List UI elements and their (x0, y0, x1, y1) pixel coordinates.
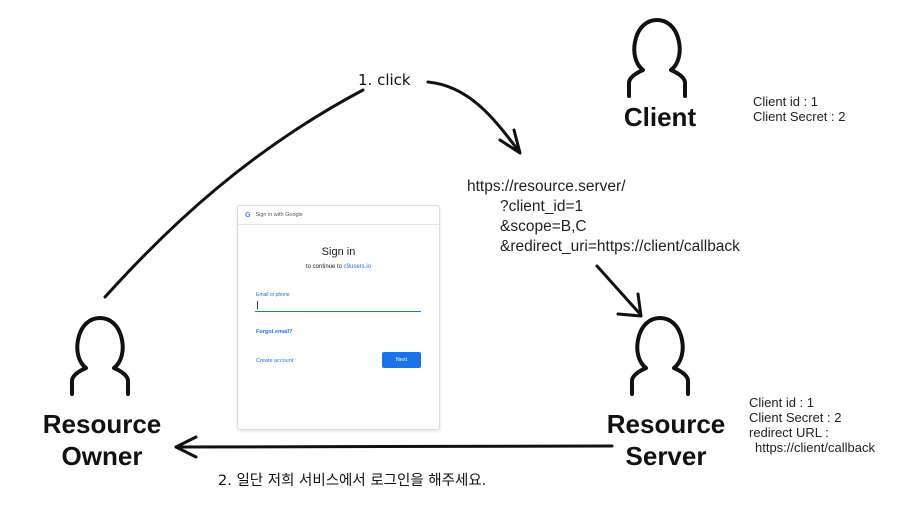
server-info: Client id : 1 Client Secret : 2 redirect… (749, 395, 875, 455)
client-person-icon (627, 18, 687, 98)
resource-server-label: Resource Server (586, 408, 746, 472)
server-redirect-value: https://client/callback (755, 440, 875, 455)
signin-subtitle: to continue to c9users.io (238, 264, 439, 270)
step1-label: 1. click (358, 71, 411, 89)
next-button[interactable]: Next (382, 352, 421, 368)
server-person-icon (630, 316, 690, 396)
signin-subtitle-link[interactable]: c9users.io (343, 264, 372, 270)
url-to-server-arrow (595, 264, 642, 316)
server-client-secret-text: Client Secret : 2 (749, 410, 842, 425)
signin-card-header-text: Sign in with Google (255, 212, 303, 218)
email-field-label: Email or phone (256, 292, 290, 298)
signin-title: Sign in (321, 246, 356, 258)
create-account-link[interactable]: Create account (256, 358, 294, 364)
resource-owner-label: Resource Owner (22, 408, 182, 472)
google-signin-card: G Sign in with Google Sign in to continu… (237, 205, 440, 430)
email-field[interactable] (255, 299, 421, 312)
signin-subtitle-prefix: to continue to (305, 264, 342, 270)
server-client-id-text: Client id : 1 (749, 395, 815, 410)
resource-owner-line1: Resource (42, 409, 162, 439)
forgot-email-link[interactable]: Forgot email? (256, 329, 293, 335)
server-to-owner-arrowhead (174, 435, 198, 459)
auth-url-redirect: &redirect_uri=https://client/callback (500, 238, 740, 255)
google-g-icon: G (245, 211, 251, 219)
auth-url-base: https://resource.server/ (467, 178, 626, 195)
auth-url-scope: &scope=B,C (500, 218, 587, 235)
resource-owner-line2: Owner (61, 441, 143, 471)
signin-card-header: G Sign in with Google (238, 206, 439, 225)
server-redirect-label: redirect URL : (749, 425, 829, 440)
client-label: Client (623, 102, 697, 132)
text-caret (257, 301, 258, 309)
resource-server-line2: Server (625, 441, 707, 471)
url-to-server-arrowhead (616, 292, 643, 318)
server-to-owner-arrow (174, 444, 614, 449)
click-to-url-arrow (426, 80, 520, 152)
auth-url-client-id: ?client_id=1 (500, 198, 584, 215)
auth-url: https://resource.server/ ?client_id=1 &s… (467, 177, 740, 257)
owner-person-icon (70, 316, 130, 396)
client-id-text: Client id : 1 (753, 94, 819, 109)
client-secret-text: Client Secret : 2 (753, 109, 846, 124)
client-info: Client id : 1 Client Secret : 2 (753, 94, 846, 124)
step2-label: 2. 일단 저희 서비스에서 로그인을 해주세요. (218, 473, 487, 489)
click-to-url-arrowhead (498, 128, 522, 155)
owner-to-click-stroke (103, 88, 365, 299)
resource-server-line1: Resource (606, 409, 726, 439)
